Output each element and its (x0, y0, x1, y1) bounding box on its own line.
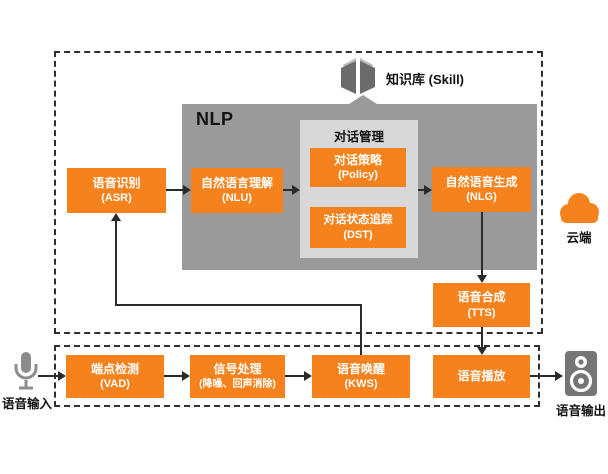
arrowhead-asr-to-nlu (183, 185, 191, 195)
arrowhead-tts-to-play (477, 347, 487, 355)
arrowhead-nlg-to-tts (477, 275, 487, 283)
cloud-label: 云端 (566, 231, 592, 245)
nlg-box: 自然语音生成 (NLG) (432, 167, 531, 212)
nlu-box: 自然语言理解 (NLU) (191, 168, 283, 213)
cloud-icon (560, 193, 599, 223)
connector-kws-horizontal-segment (115, 304, 362, 306)
arrowhead-play-to-speaker (555, 371, 563, 381)
signal-label: 信号处理 (213, 362, 262, 377)
nlp-label: NLP (196, 109, 234, 129)
speaker-icon (565, 351, 597, 396)
connector-tts-to-play (481, 327, 483, 347)
connector-dm-to-nlg (418, 189, 424, 191)
kws-abbr: (KWS) (344, 378, 378, 391)
asr-label: 语音识别 (92, 175, 141, 190)
voice-input-label: 语音输入 (1, 397, 52, 411)
connector-nlg-to-tts (481, 212, 483, 275)
arrowhead-mic-to-vad (58, 371, 66, 381)
policy-abbr: (Policy) (338, 169, 378, 182)
vad-label: 端点检测 (90, 361, 139, 376)
arrowhead-signal-to-kws (304, 371, 312, 381)
policy-box: 对话策略 (Policy) (310, 148, 406, 187)
microphone-icon (14, 352, 38, 390)
nlu-label: 自然语言理解 (200, 175, 273, 190)
signal-detail: (降噪、回声消除) (199, 378, 276, 390)
nlg-label: 自然语音生成 (445, 174, 518, 189)
cloud-section-border (54, 51, 543, 334)
signal-box: 信号处理 (降噪、回声消除) (190, 355, 285, 398)
open-book-icon (341, 58, 375, 94)
tts-abbr: (TTS) (467, 306, 496, 319)
dst-box: 对话状态追踪 (DST) (310, 207, 406, 248)
arrowhead-nlu-to-dm (292, 185, 300, 195)
connector-signal-to-kws (285, 375, 304, 377)
play-box: 语音播放 (433, 355, 530, 398)
connector-asr-to-nlu (166, 189, 183, 191)
connector-nlu-to-dm (283, 189, 292, 191)
dst-label: 对话状态追踪 (323, 213, 393, 226)
vad-box: 端点检测 (VAD) (66, 355, 164, 398)
connector-kws-to-asr-segment (115, 221, 117, 305)
connector-kws-up-segment (360, 304, 362, 355)
connector-play-to-speaker (530, 375, 555, 377)
knowledge-base-label: 知识库 (Skill) (386, 72, 465, 87)
connector-vad-to-signal (164, 375, 182, 377)
nlu-abbr: (NLU) (222, 192, 252, 205)
asr-abbr: (ASR) (101, 192, 132, 205)
kws-label: 语音唤醒 (336, 361, 385, 376)
vad-abbr: (VAD) (100, 378, 130, 391)
nlp-notch (349, 95, 377, 104)
nlg-abbr: (NLG) (466, 191, 497, 204)
voice-output-label: 语音输出 (555, 404, 606, 418)
arrowhead-kws-to-asr (111, 213, 121, 221)
tts-label: 语音合成 (457, 290, 506, 305)
dst-abbr: (DST) (343, 228, 373, 241)
kws-box: 语音唤醒 (KWS) (312, 355, 410, 398)
arrowhead-vad-to-signal (182, 371, 190, 381)
dialog-manager-title: 对话管理 (333, 130, 384, 144)
policy-label: 对话策略 (333, 152, 382, 167)
connector-mic-to-vad (38, 375, 60, 377)
play-label: 语音播放 (457, 368, 506, 383)
arrowhead-dm-to-nlg (424, 185, 432, 195)
asr-box: 语音识别 (ASR) (67, 168, 166, 213)
tts-box: 语音合成 (TTS) (433, 283, 530, 327)
